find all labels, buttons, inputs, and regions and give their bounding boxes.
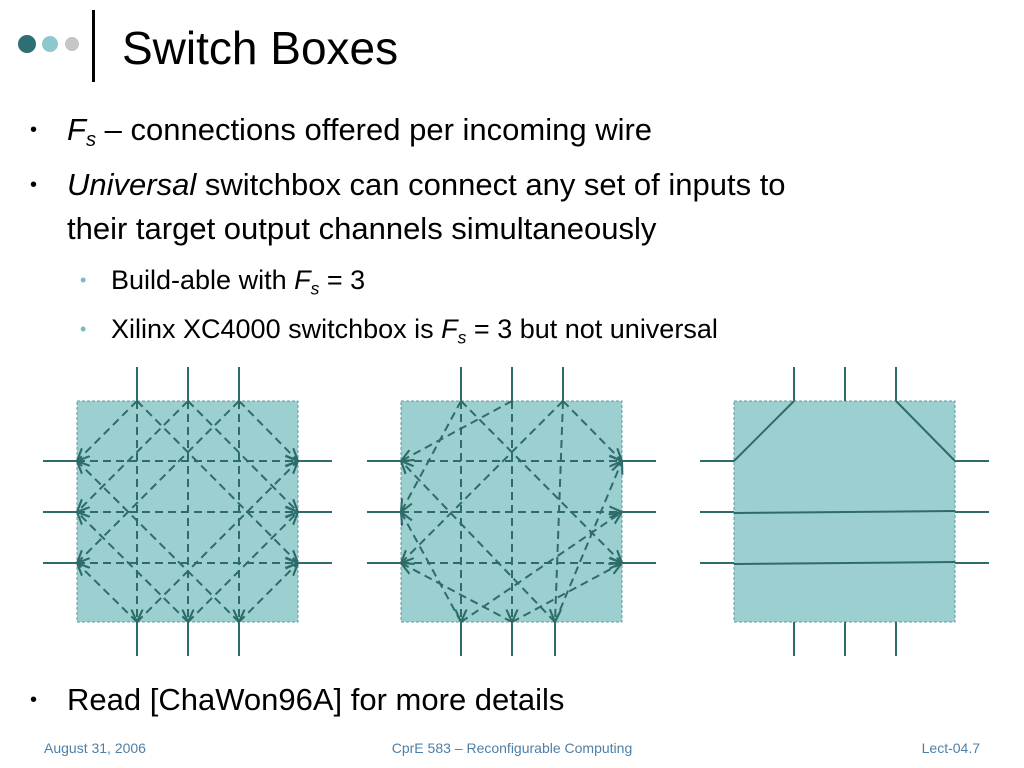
- fs-subscript: s: [85, 129, 97, 152]
- bullet-marker: •: [30, 119, 38, 141]
- bullet-marker: •: [30, 174, 38, 196]
- xc4000-switchbox: [700, 367, 989, 656]
- fs3-switchbox: [367, 367, 656, 656]
- subbullet-marker: •: [80, 270, 87, 290]
- footer-course: CprE 583 – Reconfigurable Computing: [391, 740, 633, 756]
- footer-lecture: Lect-04.7: [921, 740, 980, 756]
- switchbox-diagrams: [43, 367, 989, 656]
- page-title: Switch Boxes: [122, 22, 399, 74]
- subbullet-marker: •: [80, 319, 87, 339]
- bullet-fs-text: – connections offered per incoming wire: [96, 112, 653, 147]
- title-divider: [92, 10, 95, 82]
- bullet-universal-text: switchbox can connect any set of inputs …: [196, 167, 786, 202]
- bullet-marker: •: [30, 689, 38, 711]
- footer-date: August 31, 2006: [44, 740, 146, 756]
- universal-term: Universal: [67, 167, 197, 202]
- universal-switchbox: [43, 367, 332, 656]
- logo-dot-dark: [18, 35, 36, 53]
- fs-symbol: F: [67, 112, 86, 147]
- logo-dot-mid: [42, 36, 58, 52]
- logo-dot-light: [65, 37, 79, 51]
